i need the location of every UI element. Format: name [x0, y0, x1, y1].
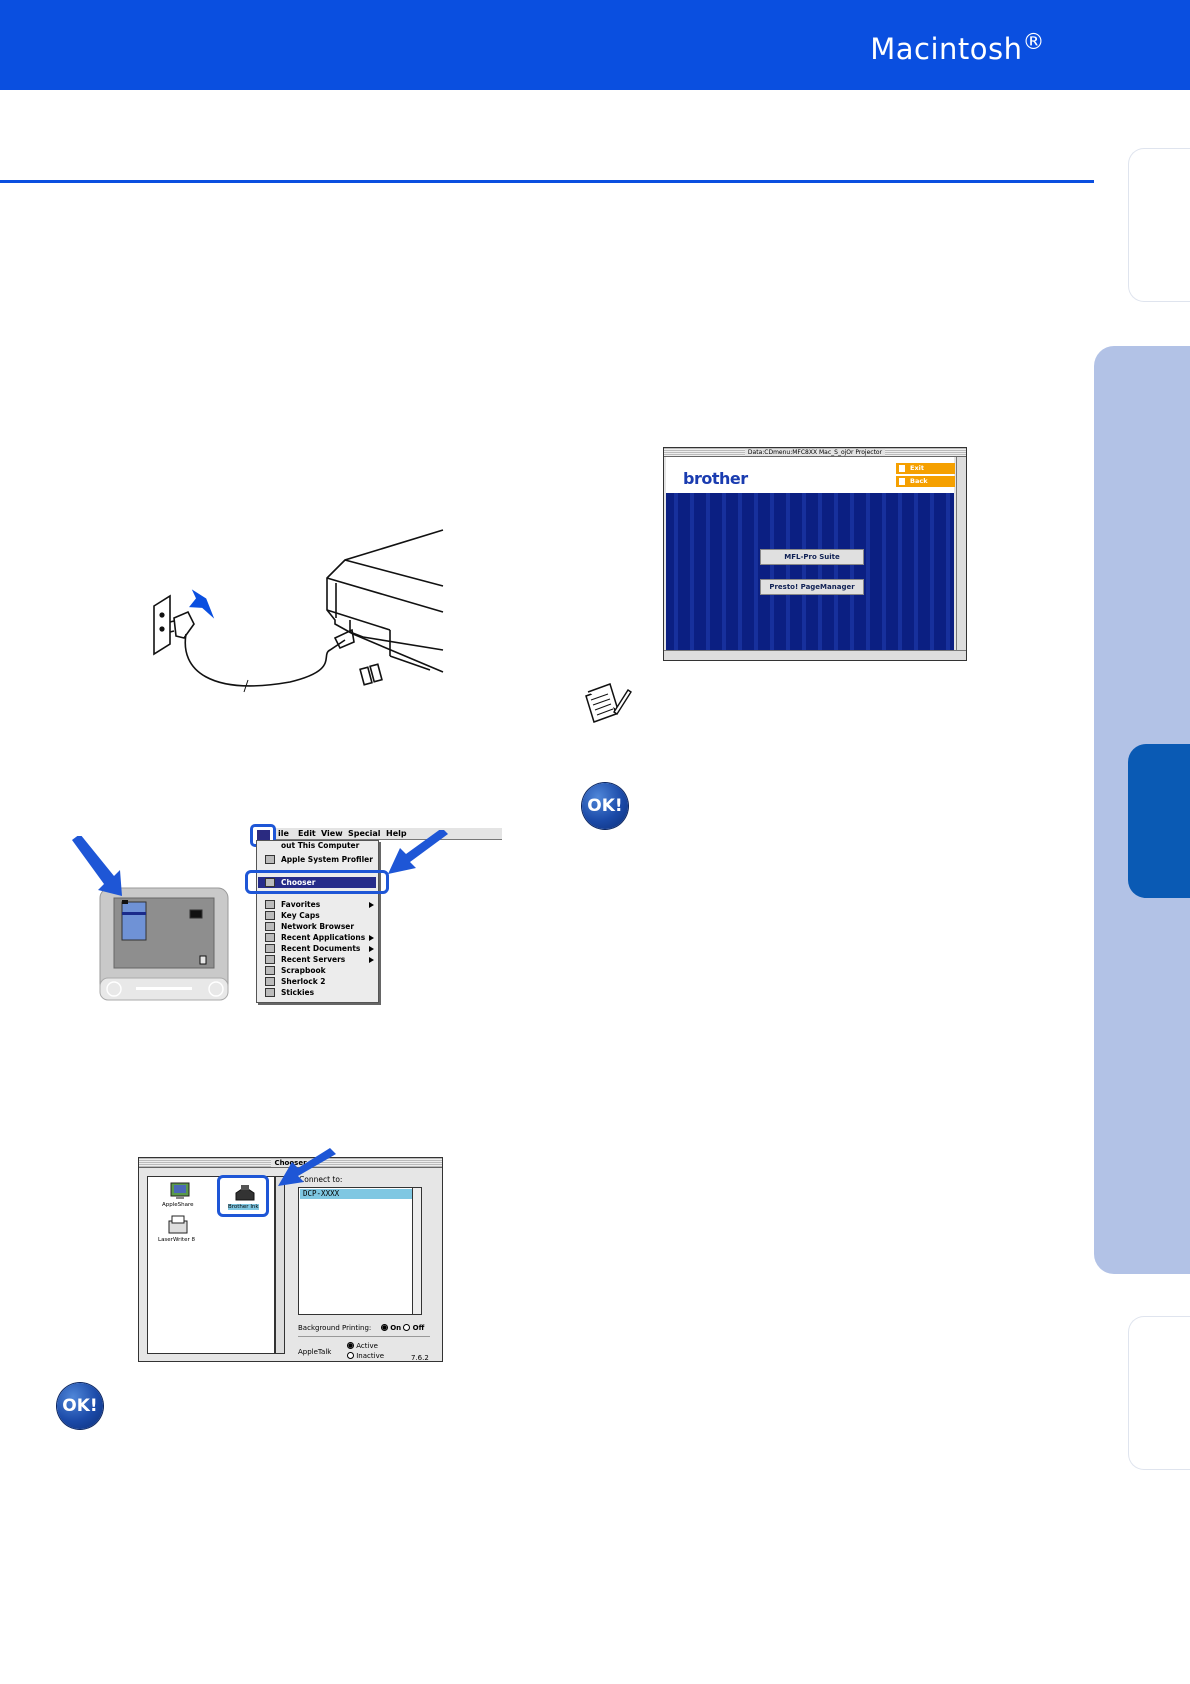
- menu-edit[interactable]: Edit: [298, 829, 316, 838]
- brother-ink-label: Brother Ink: [228, 1204, 259, 1210]
- menu-item-recent-servers[interactable]: Recent Servers: [281, 955, 346, 964]
- note-icon: [585, 683, 632, 723]
- projector-scrollbar-horizontal[interactable]: [664, 650, 966, 660]
- chooser-icon: [265, 878, 275, 887]
- background-printing-options[interactable]: On Off: [381, 1324, 424, 1332]
- appletalk-inactive-option[interactable]: Inactive: [347, 1352, 384, 1360]
- menu-file[interactable]: ile: [278, 829, 289, 838]
- appleshare-label: AppleShare: [162, 1202, 194, 1208]
- exit-button[interactable]: Exit: [896, 463, 955, 474]
- menu-item-keycaps[interactable]: Key Caps: [281, 911, 320, 920]
- laserwriter-icon[interactable]: [166, 1215, 190, 1235]
- menu-help[interactable]: Help: [386, 829, 407, 838]
- arrow-icon: [388, 830, 448, 874]
- menu-special[interactable]: Special: [348, 829, 381, 838]
- imac-illustration: [72, 836, 229, 1001]
- apple-icon: [257, 830, 270, 841]
- printer-list-item[interactable]: DCP-XXXX: [300, 1189, 412, 1199]
- page-header-bar: Macintosh®: [0, 0, 1190, 90]
- brother-logo: brother: [683, 469, 748, 488]
- brother-ink-icon[interactable]: [232, 1183, 258, 1203]
- projector-title-bar: Data:CDmenu:MFC8XX Mac_S_ojOr Projector: [664, 448, 966, 457]
- menu-item-sherlock[interactable]: Sherlock 2: [281, 977, 326, 986]
- projector-scrollbar-vertical[interactable]: [956, 457, 966, 651]
- chooser-version: 7.6.2: [411, 1354, 429, 1362]
- chooser-left-scrollbar[interactable]: [275, 1176, 285, 1354]
- chooser-callout: [245, 870, 389, 894]
- menu-item-recent-apps[interactable]: Recent Applications: [281, 933, 366, 942]
- projector-window: Data:CDmenu:MFC8XX Mac_S_ojOr Projector …: [663, 447, 967, 661]
- menu-view[interactable]: View: [321, 829, 343, 838]
- appletalk-label: AppleTalk: [298, 1348, 332, 1356]
- ok-badge: OK!: [57, 1383, 103, 1429]
- recent-apps-icon: [265, 933, 275, 942]
- menu-item-favorites[interactable]: Favorites: [281, 900, 321, 909]
- power-cord-illustration: [153, 529, 444, 693]
- submenu-arrow-icon: [369, 902, 374, 908]
- brother-ink-callout: [217, 1175, 269, 1217]
- stickies-icon: [265, 988, 275, 997]
- keycaps-icon: [265, 911, 275, 920]
- side-tab-bottom: [1128, 1316, 1190, 1470]
- recent-servers-icon: [265, 955, 275, 964]
- back-button[interactable]: Back: [896, 476, 955, 487]
- chooser-window: Chooser AppleShare LaserWriter 8 Brother…: [138, 1157, 443, 1362]
- background-printing-label: Background Printing:: [298, 1324, 372, 1332]
- projector-body: [666, 493, 954, 651]
- appleshare-icon[interactable]: [168, 1181, 192, 1201]
- side-tab-active: [1128, 744, 1190, 898]
- menu-item-network[interactable]: Network Browser: [281, 922, 355, 931]
- submenu-arrow-icon: [369, 957, 374, 963]
- header-title: Macintosh®: [870, 30, 1045, 66]
- appletalk-active-option[interactable]: Active: [347, 1342, 378, 1350]
- submenu-arrow-icon: [369, 935, 374, 941]
- header-rule: [0, 180, 1094, 183]
- menu-item-recent-docs[interactable]: Recent Documents: [281, 944, 361, 953]
- recent-docs-icon: [265, 944, 275, 953]
- arrow-icon: [278, 1148, 336, 1186]
- mfl-pro-suite-button[interactable]: MFL-Pro Suite: [760, 549, 864, 565]
- connect-to-label: Connect to:: [299, 1175, 343, 1184]
- chooser-driver-pane: AppleShare LaserWriter 8 Brother Ink: [147, 1176, 275, 1354]
- printer-list-scrollbar[interactable]: [412, 1188, 421, 1314]
- menu-item-scrapbook[interactable]: Scrapbook: [281, 966, 326, 975]
- presto-pagemanager-button[interactable]: Presto! PageManager: [760, 579, 864, 595]
- menu-item-profiler[interactable]: Apple System Profiler: [281, 855, 373, 864]
- profiler-icon: [265, 855, 275, 864]
- menu-item-about[interactable]: out This Computer: [281, 841, 360, 850]
- laserwriter-label: LaserWriter 8: [158, 1237, 195, 1243]
- apple-menu-list: out This Computer Apple System Profiler …: [256, 840, 379, 1003]
- network-icon: [265, 922, 275, 931]
- side-tab-top: [1128, 148, 1190, 302]
- chooser-divider: [298, 1336, 430, 1337]
- submenu-arrow-icon: [369, 946, 374, 952]
- menu-item-stickies[interactable]: Stickies: [281, 988, 315, 997]
- menu-bar: ile Edit View Special Help: [254, 828, 502, 840]
- sherlock-icon: [265, 977, 275, 986]
- ok-badge: OK!: [582, 783, 628, 829]
- menu-item-chooser[interactable]: Chooser: [281, 878, 316, 887]
- favorites-icon: [265, 900, 275, 909]
- printer-list[interactable]: DCP-XXXX: [298, 1187, 422, 1315]
- scrapbook-icon: [265, 966, 275, 975]
- chooser-highlight: [258, 877, 376, 888]
